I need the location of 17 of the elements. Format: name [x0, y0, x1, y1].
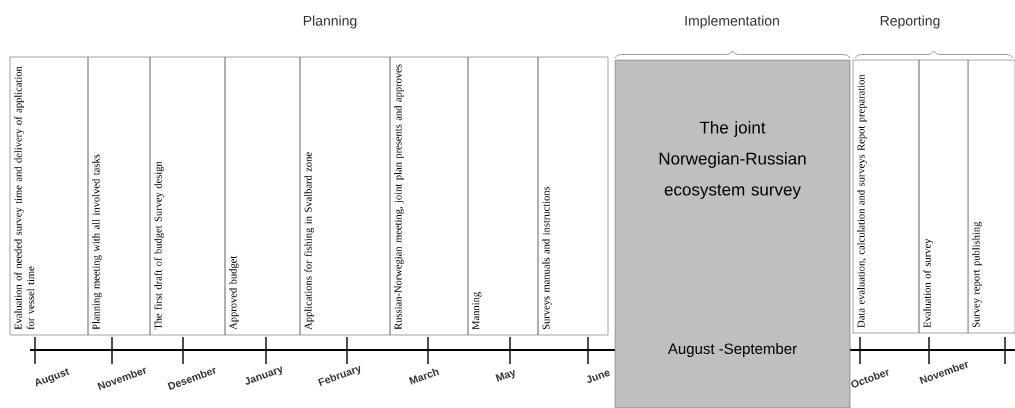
task-cell: Evaluation of survey — [918, 59, 969, 334]
task-cell: The first draft of budget Survey design — [149, 56, 226, 336]
phase-heading: Reporting — [880, 15, 940, 29]
month-label: March — [408, 368, 440, 385]
phase-heading: Planning — [303, 15, 357, 29]
task-cell: Russian-Norwegian meeting, joint plan presents and approves — [389, 56, 469, 336]
task-cell: Approved budget — [224, 56, 301, 336]
month-label: May — [495, 369, 515, 382]
task-cell: Evaluation of needed survey time and delivery of application for vessel time — [9, 56, 89, 336]
phase-heading: Implementation — [685, 15, 779, 29]
task-cell: Manning — [467, 56, 539, 336]
task-cell: Planning meeting with all involved tasks — [87, 56, 151, 336]
task-cell: Data evaluation, calculation and surveys Repot preparation — [852, 59, 920, 334]
task-cell: Survey report publishing — [967, 59, 1015, 334]
survey-box: The joint Norwegian-Russian ecosystem survey August -September — [614, 59, 851, 408]
task-cell: Surveys manuals and instructions — [537, 56, 609, 336]
task-cell: Applications for fishing in Svalbard zone — [299, 56, 391, 336]
